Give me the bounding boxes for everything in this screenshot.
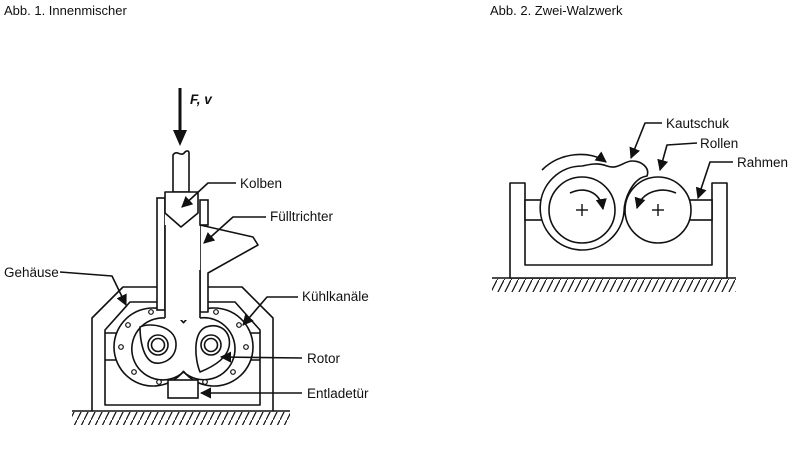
- label-rotor: Rotor: [307, 351, 341, 366]
- ground-hatch: [492, 277, 736, 292]
- label-entladetuer: Entladetür: [307, 386, 369, 401]
- rotor-left: [139, 324, 177, 364]
- roll-center-marks: [576, 204, 664, 216]
- figure2-caption: Abb. 2. Zwei-Walzwerk: [490, 3, 623, 18]
- housing-supports: [105, 332, 260, 361]
- hopper-left-wall: [156, 197, 166, 311]
- label-rahmen: Rahmen: [737, 155, 788, 170]
- label-kautschuk: Kautschuk: [666, 116, 729, 131]
- rotation-arrows: [541, 151, 677, 211]
- label-kolben: Kolben: [240, 176, 282, 191]
- label-fuelltrichter: Fülltrichter: [270, 209, 334, 224]
- figure1-caption: Abb. 1. Innenmischer: [4, 3, 127, 18]
- cooling-channels: [118, 309, 249, 385]
- leader-lines: [59, 182, 303, 399]
- frame: [509, 182, 728, 279]
- inner-housing: [104, 301, 261, 406]
- mixing-chamber: [131, 316, 236, 381]
- outer-housing: [91, 286, 274, 411]
- label-kuehlkanaele: Kühlkanäle: [302, 289, 369, 304]
- hopper-guide-block: [199, 199, 209, 226]
- piston-rod: [172, 150, 190, 193]
- ground-hatch: [72, 410, 290, 425]
- force-velocity-label: F, v: [190, 92, 213, 107]
- two-roll-mill-diagram: Kautschuk Rollen Rahmen: [492, 116, 788, 292]
- force-arrow: [173, 88, 187, 146]
- label-rollen: Rollen: [700, 136, 738, 151]
- internal-mixer-diagram: F, v: [4, 88, 369, 425]
- label-gehaeuse: Gehäuse: [4, 265, 59, 280]
- rotor-right: [195, 325, 231, 373]
- discharge-door: [167, 379, 199, 399]
- leader-lines: [629, 122, 733, 200]
